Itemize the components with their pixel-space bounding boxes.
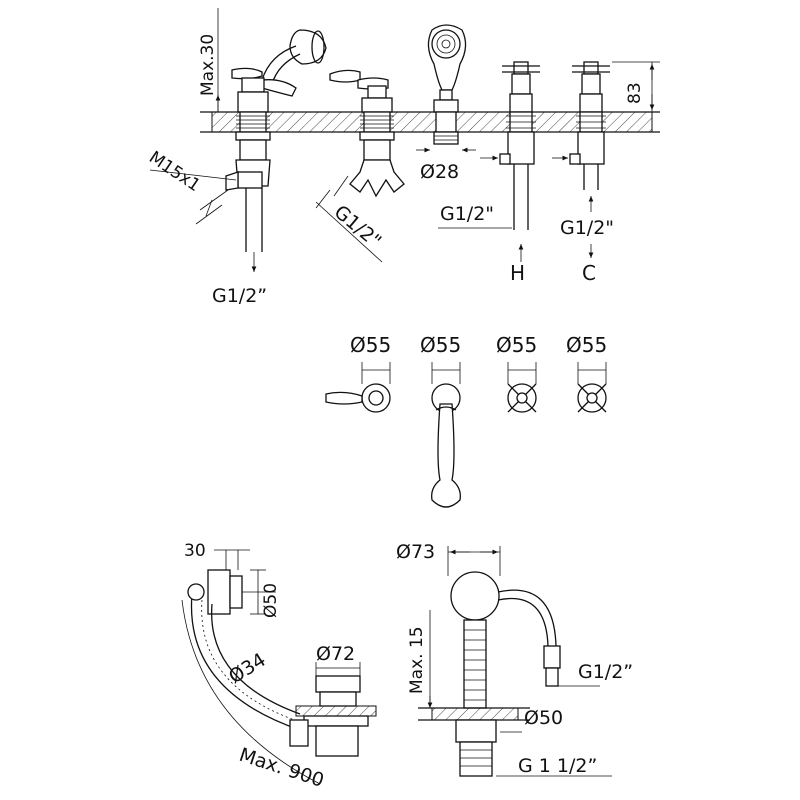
double-outlet-valve — [315, 69, 405, 263]
label-g12-hot: G1/2" — [440, 203, 494, 225]
hot-valve — [438, 61, 540, 262]
label-d55-4: Ø55 — [566, 333, 607, 357]
label-d50-base: Ø50 — [524, 707, 563, 729]
label-g12-angled: G1/2" — [330, 201, 386, 253]
label-d55-2: Ø55 — [420, 333, 461, 357]
cold-valve — [552, 61, 660, 258]
bath-waste-overflow — [181, 549, 377, 785]
label-g12-left: G1/2” — [212, 285, 267, 307]
label-max30: Max.30 — [198, 34, 218, 96]
label-dim30: 30 — [184, 541, 206, 561]
deck-diverter-with-hose — [418, 546, 612, 777]
label-m15x1: M15x1 — [145, 148, 204, 197]
label-g12-cold: G1/2" — [560, 217, 614, 239]
label-cold: C — [582, 261, 596, 285]
label-d50-overflow: Ø50 — [261, 583, 281, 618]
label-d73: Ø73 — [396, 541, 435, 563]
label-max15: Max. 15 — [407, 626, 427, 694]
top-view-cross-handle-cold — [577, 362, 607, 413]
label-d72: Ø72 — [316, 643, 355, 665]
label-hot: H — [510, 261, 525, 285]
label-d55-1: Ø55 — [350, 333, 391, 357]
diverter-valve-side-view — [149, 8, 327, 272]
label-dim83: 83 — [625, 82, 645, 104]
top-view-lever — [325, 362, 391, 413]
handshower-deck-mount — [416, 24, 476, 153]
top-view-cross-handle-hot — [507, 362, 537, 413]
top-view-handshower — [431, 362, 461, 508]
label-max900: Max. 900 — [236, 744, 326, 792]
deck-plate — [200, 111, 660, 133]
label-d28: Ø28 — [420, 161, 459, 183]
label-g112: G 1 1/2” — [518, 755, 597, 777]
label-g12-hose: G1/2” — [578, 661, 633, 683]
label-d55-3: Ø55 — [496, 333, 537, 357]
